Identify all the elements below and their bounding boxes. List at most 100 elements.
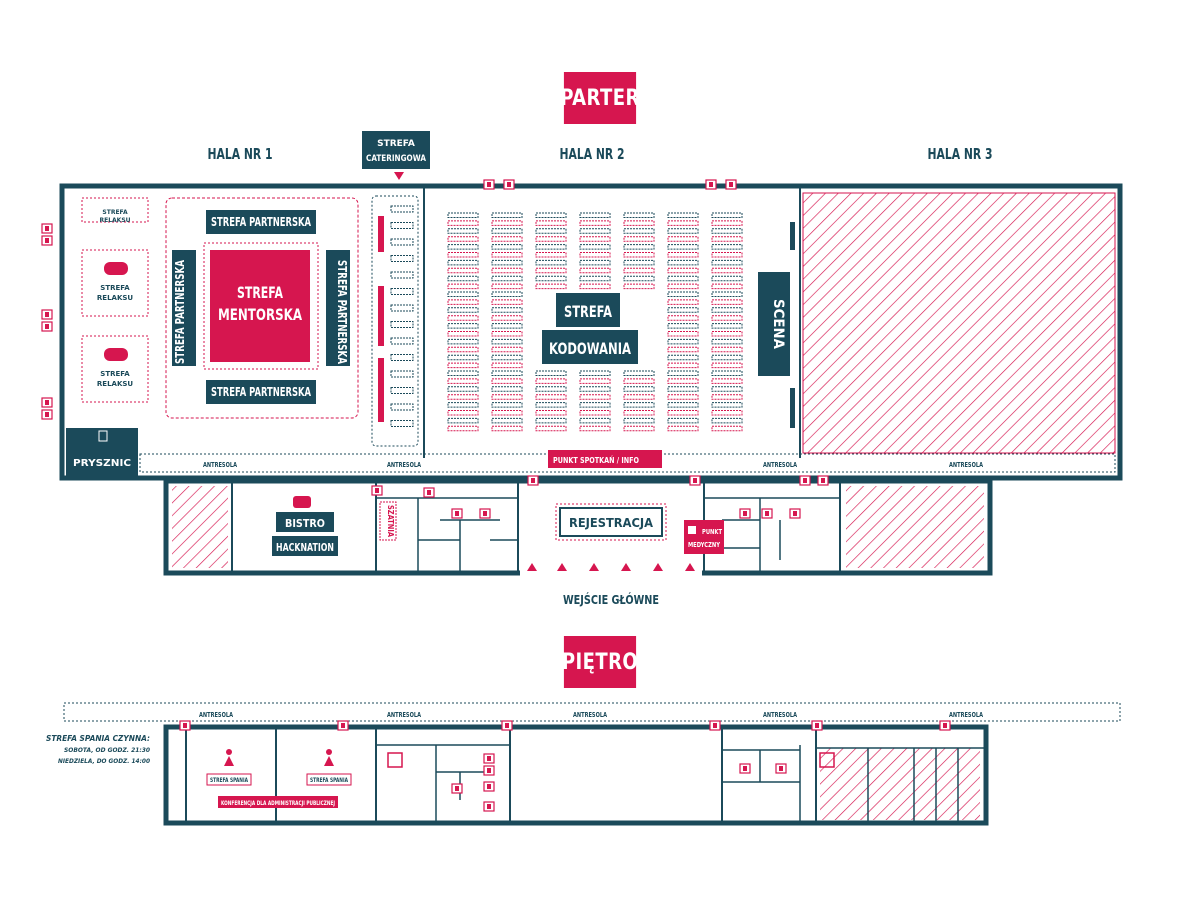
cloakroom-label: SZATNIA xyxy=(386,505,395,538)
coding-desk-6-8 xyxy=(711,275,743,282)
coding-desk-6-7 xyxy=(711,267,743,274)
coding-desk-3-7 xyxy=(579,267,611,274)
entrance-arrow-icon xyxy=(557,563,567,571)
shower-block xyxy=(66,428,138,476)
coding-desk-2-20 xyxy=(535,370,567,376)
coding-desk-5-18 xyxy=(667,354,699,361)
coding-desk-1-12 xyxy=(491,307,523,313)
coding-desk-5-0 xyxy=(667,212,699,218)
coding-desk-1-25 xyxy=(491,410,523,416)
coding-desk-6-6 xyxy=(711,259,743,266)
coding-desk-6-27 xyxy=(711,425,743,432)
coding-desk-2-23 xyxy=(535,394,567,400)
upper-restricted-area xyxy=(820,748,980,820)
coding-desk-2-1 xyxy=(535,220,567,226)
coding-desk-3-1 xyxy=(579,220,611,226)
emergency-exit-glyph-10 xyxy=(375,488,379,493)
coding-desk-2-8 xyxy=(535,275,567,282)
sleeping-person-body-1 xyxy=(324,756,334,766)
coding-desk-0-4 xyxy=(447,244,479,250)
coding-desk-6-16 xyxy=(711,338,743,345)
coding-desk-3-24 xyxy=(579,402,611,408)
relax-label-small-2: RELAKSU xyxy=(99,217,130,224)
mentor-label-1: STREFA xyxy=(237,283,283,302)
partner-label-left-box xyxy=(172,250,196,366)
coding-desk-6-21 xyxy=(711,378,743,384)
coding-desk-6-3 xyxy=(711,236,743,242)
coding-desk-4-8 xyxy=(623,275,655,282)
coding-desk-6-9 xyxy=(711,283,743,290)
coding-desk-4-0 xyxy=(623,212,655,218)
coding-desk-1-3 xyxy=(491,236,523,242)
catering-table-10 xyxy=(390,370,414,378)
coding-desk-1-4 xyxy=(491,244,523,250)
emergency-exit-glyph-4 xyxy=(45,400,49,405)
coding-desk-1-14 xyxy=(491,323,523,329)
emergency-exit-glyph-2 xyxy=(45,312,49,317)
coding-desk-0-22 xyxy=(447,386,479,392)
coding-desk-1-27 xyxy=(491,425,523,432)
coding-desk-0-27 xyxy=(447,425,479,432)
catering-table-12 xyxy=(390,403,414,411)
coding-desk-0-5 xyxy=(447,252,479,258)
emergency-exit-glyph-15 xyxy=(183,723,187,728)
coding-desk-4-2 xyxy=(623,228,655,234)
coding-desk-3-20 xyxy=(579,370,611,376)
coding-desk-3-8 xyxy=(579,275,611,282)
meeting-point-label: PUNKT SPOTKAŃ / INFO xyxy=(553,454,639,465)
mezzanine-label-ground-2: ANTRESOLA xyxy=(763,461,797,469)
coding-desk-2-25 xyxy=(535,410,567,416)
coding-desk-1-18 xyxy=(491,354,523,361)
floor-label-upper: PIĘTRO xyxy=(562,636,638,688)
coding-desk-6-17 xyxy=(711,346,743,353)
sleep-zone-label-1: STREFA SPANIA xyxy=(310,777,348,784)
medical-label-1: PUNKT xyxy=(702,528,722,536)
coding-desk-5-7 xyxy=(667,267,699,274)
coding-desk-5-25 xyxy=(667,410,699,416)
relax-label-0-1: STREFA xyxy=(100,284,130,292)
catering-table-1 xyxy=(390,222,414,229)
registration-label: REJESTRACJA xyxy=(569,516,654,530)
coding-desk-2-6 xyxy=(535,259,567,266)
coding-desk-0-8 xyxy=(447,275,479,282)
coding-desk-6-13 xyxy=(711,315,743,321)
coding-desk-0-25 xyxy=(447,410,479,416)
sleep-notice-line1: SOBOTA, OD GODZ. 21:30 xyxy=(64,746,150,754)
coding-desk-6-5 xyxy=(711,252,743,258)
coding-desk-6-15 xyxy=(711,331,743,337)
hall-label-2: HALA NR 2 xyxy=(559,145,625,163)
emergency-exit-glyph-19 xyxy=(815,723,819,728)
catering-table-9 xyxy=(390,354,414,361)
partner-label-left: STREFA PARTNERSKA xyxy=(173,259,187,364)
coding-desk-1-1 xyxy=(491,220,523,226)
registration-desk xyxy=(559,507,663,537)
catering-table-3 xyxy=(390,255,414,262)
coding-desk-0-14 xyxy=(447,323,479,329)
sleep-notice-line2: NIEDZIELA, DO GODZ. 14:00 xyxy=(58,757,150,765)
coding-desk-5-17 xyxy=(667,346,699,353)
coding-desk-6-0 xyxy=(711,212,743,218)
coding-desk-6-14 xyxy=(711,323,743,329)
catering-counter-1 xyxy=(378,286,384,346)
coding-desk-0-21 xyxy=(447,378,479,384)
coding-desk-0-13 xyxy=(447,315,479,321)
coding-desk-4-25 xyxy=(623,410,655,416)
coding-desk-2-5 xyxy=(535,252,567,258)
coding-desk-0-9 xyxy=(447,283,479,290)
emergency-exit-glyph-24 xyxy=(743,511,747,516)
catering-table-4 xyxy=(390,271,414,279)
emergency-exit-glyph-27 xyxy=(487,756,491,761)
coding-desk-3-2 xyxy=(579,228,611,234)
coding-desk-4-21 xyxy=(623,378,655,384)
emergency-exit-glyph-1 xyxy=(45,238,49,243)
catering-arrow-icon xyxy=(394,172,404,180)
toilet-icon xyxy=(387,752,403,768)
coding-desk-1-8 xyxy=(491,275,523,282)
coding-desk-4-27 xyxy=(623,425,655,432)
coding-desk-3-6 xyxy=(579,259,611,266)
coding-desk-4-20 xyxy=(623,370,655,376)
partner-label-right: STREFA PARTNERSKA xyxy=(335,260,349,365)
coding-desk-5-14 xyxy=(667,323,699,329)
coding-desk-3-3 xyxy=(579,236,611,242)
cloakroom-box xyxy=(379,501,397,541)
